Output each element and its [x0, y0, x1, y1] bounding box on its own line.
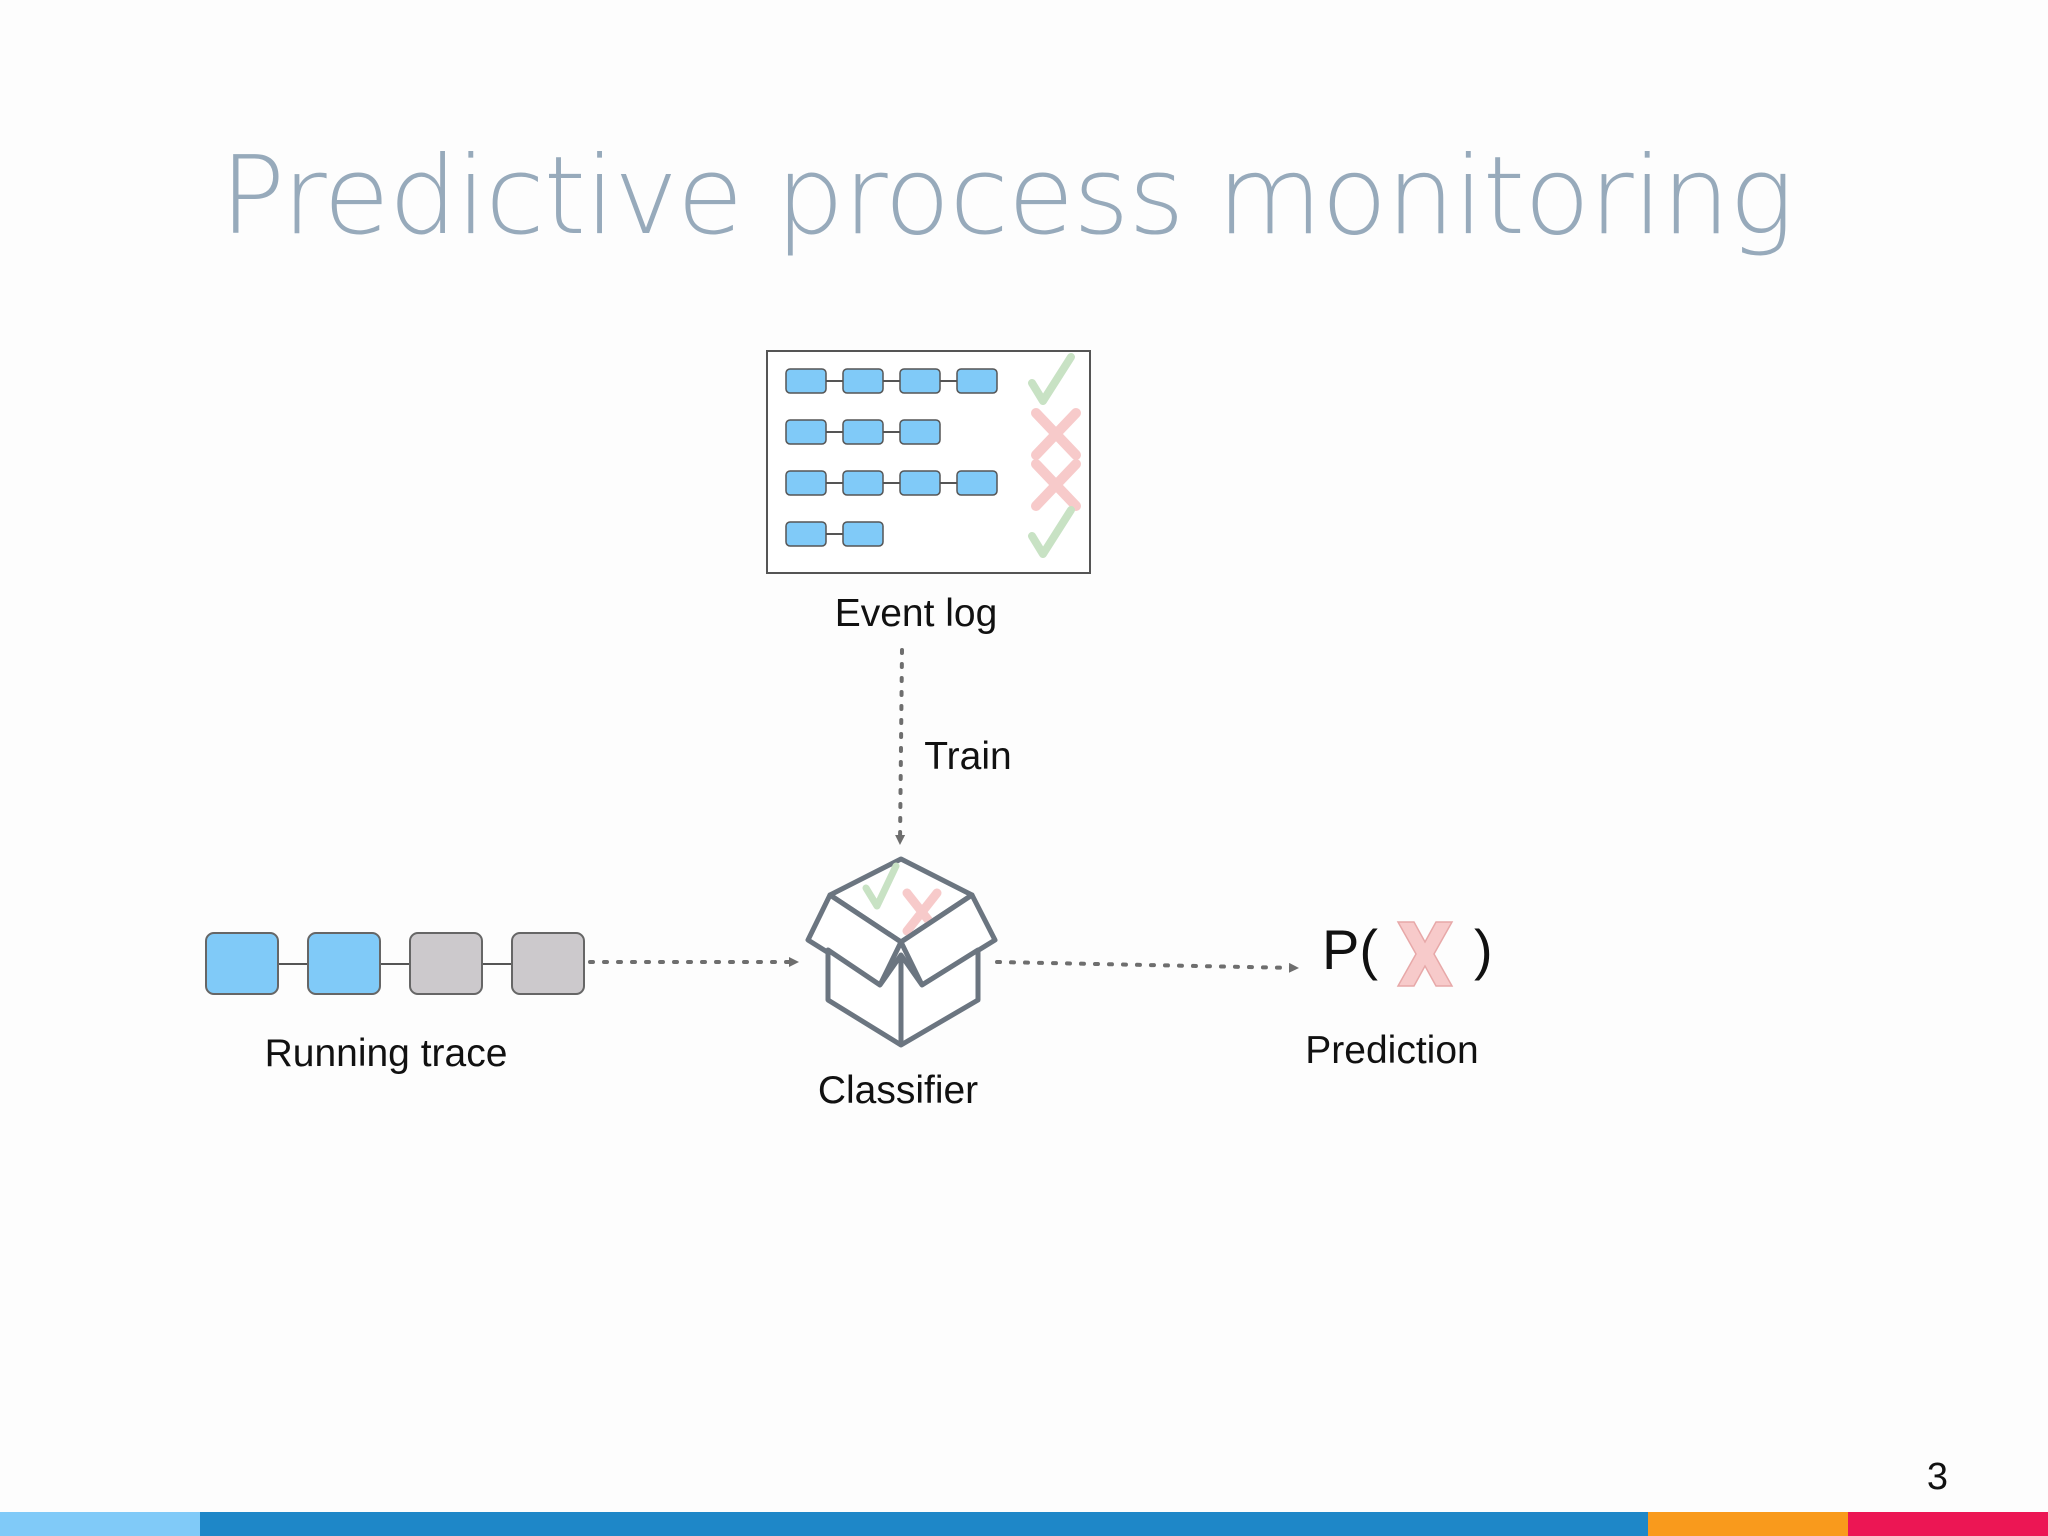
event-node: [842, 368, 884, 394]
event-node: [785, 368, 827, 394]
event-node: [785, 470, 827, 496]
check-icon: [1028, 506, 1075, 558]
event-log-trace: [785, 408, 1081, 460]
prediction-label: Prediction: [1305, 1029, 1479, 1072]
prediction-close: ): [1474, 918, 1493, 981]
event-node: [842, 521, 884, 547]
event-log-traces: [785, 353, 1081, 558]
event-node: [899, 419, 941, 445]
slide-title: Predictive process monitoring: [220, 134, 1794, 259]
event-log-trace: [785, 506, 1075, 558]
event-node: [956, 368, 998, 394]
check-icon: [1028, 353, 1075, 405]
running-trace-label: Running trace: [264, 1032, 508, 1075]
train-label: Train: [924, 735, 1012, 778]
classifier-label: Classifier: [817, 1069, 979, 1112]
cross-icon: [1031, 459, 1081, 511]
train-arrow: [895, 648, 906, 845]
event-log-trace: [785, 353, 1075, 405]
event-node: [956, 470, 998, 496]
event-node: [899, 368, 941, 394]
prediction-cross-icon: [1396, 921, 1454, 987]
event-node: [842, 470, 884, 496]
trace-event-pending: [409, 932, 483, 995]
classifier-box-icon: [805, 856, 998, 1048]
classifier-to-prediction-arrow: [995, 960, 1299, 973]
event-node: [785, 521, 827, 547]
event-log-trace: [785, 459, 1081, 511]
trace-event-observed: [205, 932, 279, 995]
footer-segment-orange: [1648, 1512, 1848, 1536]
footer-segment-light-blue: [0, 1512, 200, 1536]
prediction-open: P(: [1322, 918, 1378, 981]
classifier-check-icon: [862, 862, 900, 910]
event-node: [785, 419, 827, 445]
event-node: [899, 470, 941, 496]
footer-segment-blue: [200, 1512, 1648, 1536]
page-number: 3: [1926, 1456, 1948, 1498]
trace-event-observed: [307, 932, 381, 995]
trace-event-pending: [511, 932, 585, 995]
footer-segment-red: [1848, 1512, 2048, 1536]
event-log-panel: [766, 350, 1091, 574]
event-log-label: Event log: [834, 592, 998, 635]
footer-color-bar: [0, 1512, 2048, 1536]
running-trace-sequence: [205, 932, 585, 995]
cross-icon: [1031, 408, 1081, 460]
event-node: [842, 419, 884, 445]
